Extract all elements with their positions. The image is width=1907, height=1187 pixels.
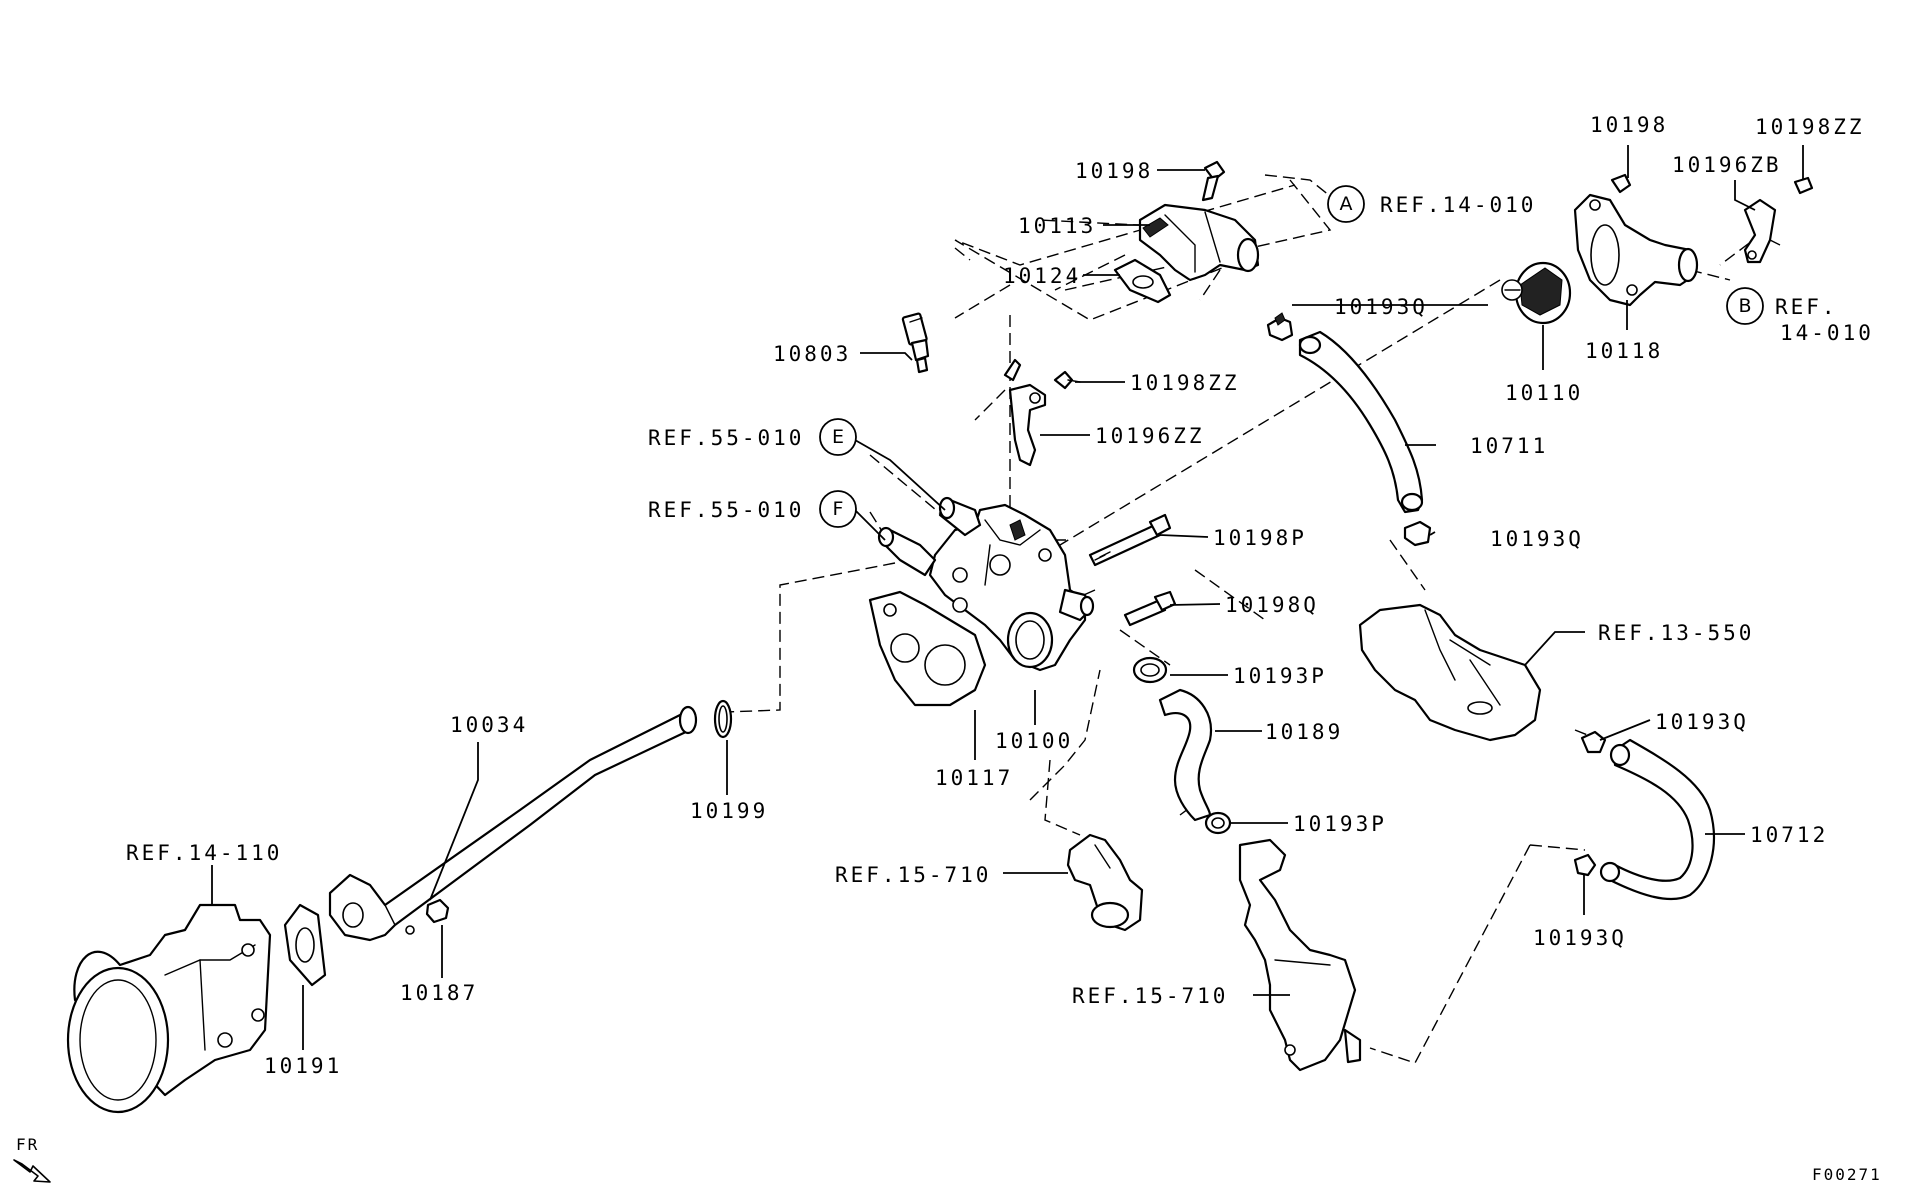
leader-lines: [211, 145, 1804, 1050]
label-10187: 10187: [400, 981, 478, 1005]
figure-code: F00271: [1812, 1165, 1882, 1184]
water-inlet-10113: [1138, 203, 1260, 282]
o-ring-10199: [713, 699, 733, 739]
bypass-fitting: [1066, 833, 1144, 932]
hose-10712: [1599, 738, 1715, 901]
bolt-10198p: [1088, 513, 1172, 567]
callout-a-letter: A: [1340, 193, 1353, 215]
label-10118: 10118: [1585, 339, 1663, 363]
front-direction-arrow-icon: [13, 1159, 51, 1183]
callout-e: E: [819, 418, 857, 456]
thermostat-10110: [1501, 261, 1572, 325]
label-10191: 10191: [264, 1054, 342, 1078]
label-10193p-a: 10193P: [1233, 664, 1327, 688]
water-pipe-lower: [1238, 838, 1362, 1072]
label-10189: 10189: [1265, 720, 1343, 744]
label-ref-14-110: REF.14-110: [126, 841, 282, 865]
nut-10187: [425, 898, 450, 924]
label-10803: 10803: [773, 342, 851, 366]
label-10193q-a: 10193Q: [1334, 295, 1428, 319]
label-10117: 10117: [935, 766, 1013, 790]
label-fr: FR: [16, 1135, 39, 1154]
bolt-10198q: [1123, 590, 1177, 627]
water-outlet-10118: [1573, 193, 1699, 307]
bracket-10196zz: [1003, 358, 1047, 467]
callout-f-letter: F: [833, 498, 844, 520]
thermostat-housing-10100: [877, 496, 1095, 672]
gasket-10124: [1113, 258, 1172, 304]
label-10198q: 10198Q: [1225, 593, 1319, 617]
label-ref-14-010-a: REF.14-010: [1380, 193, 1536, 217]
callout-b-letter: B: [1738, 295, 1751, 317]
clamp-10193q-a: [1266, 312, 1294, 342]
label-10124: 10124: [1003, 264, 1081, 288]
callout-e-letter: E: [832, 426, 844, 448]
bolt-10198zz-right: [1793, 176, 1814, 195]
callout-b: B: [1726, 287, 1764, 325]
clamp-10193q-c: [1580, 730, 1607, 754]
bracket-10196zb: [1743, 198, 1777, 264]
gasket-10191: [283, 903, 327, 987]
part-labels: 10198 10113 10124 10803 10198ZZ 10196ZZ …: [16, 113, 1882, 1184]
label-10198-right: 10198: [1590, 113, 1668, 137]
label-10110: 10110: [1505, 381, 1583, 405]
label-ref-13-550: REF.13-550: [1598, 621, 1754, 645]
sensor-10803: [901, 312, 930, 374]
label-10113: 10113: [1018, 214, 1096, 238]
label-10711: 10711: [1470, 434, 1548, 458]
clamp-10193q-b: [1403, 520, 1432, 547]
label-10034: 10034: [450, 713, 528, 737]
label-10193p-b: 10193P: [1293, 812, 1387, 836]
label-10199: 10199: [690, 799, 768, 823]
gasket-10117: [868, 590, 987, 707]
label-10198zz-right: 10198ZZ: [1755, 115, 1865, 139]
bolt-10198-right: [1610, 173, 1632, 194]
label-10198zz-mid: 10198ZZ: [1130, 371, 1240, 395]
label-ref-14-010-b-line1: REF.: [1775, 295, 1838, 319]
bolt-10198zz-mid: [1053, 370, 1081, 390]
water-pump: [66, 903, 272, 1114]
callout-a: A: [1327, 185, 1365, 223]
label-10198p: 10198P: [1213, 526, 1307, 550]
label-10196zz: 10196ZZ: [1095, 424, 1205, 448]
bolt-10198-top: [1201, 160, 1226, 202]
clamp-10193q-d: [1573, 853, 1597, 877]
housing-ref-13-550: [1358, 603, 1542, 742]
label-ref-14-010-b-line2: 14-010: [1780, 321, 1874, 345]
label-10100: 10100: [995, 729, 1073, 753]
water-pipe-10034: [328, 705, 698, 942]
hose-10711: [1298, 330, 1424, 514]
label-10193q-c: 10193Q: [1655, 710, 1749, 734]
label-ref-55-010-e: REF.55-010: [648, 426, 804, 450]
label-10193q-d: 10193Q: [1533, 926, 1627, 950]
label-ref-15-710-b: REF.15-710: [1072, 984, 1228, 1008]
label-10193q-b: 10193Q: [1490, 527, 1584, 551]
clamp-10193p-b: [1204, 811, 1232, 835]
clamp-10193p-a: [1132, 656, 1168, 684]
hose-10189: [1158, 688, 1213, 822]
label-10198-top: 10198: [1075, 159, 1153, 183]
callout-f: F: [819, 490, 857, 528]
label-ref-55-010-f: REF.55-010: [648, 498, 804, 522]
label-10712: 10712: [1750, 823, 1828, 847]
label-ref-15-710-a: REF.15-710: [835, 863, 991, 887]
label-10196zb: 10196ZB: [1672, 153, 1782, 177]
